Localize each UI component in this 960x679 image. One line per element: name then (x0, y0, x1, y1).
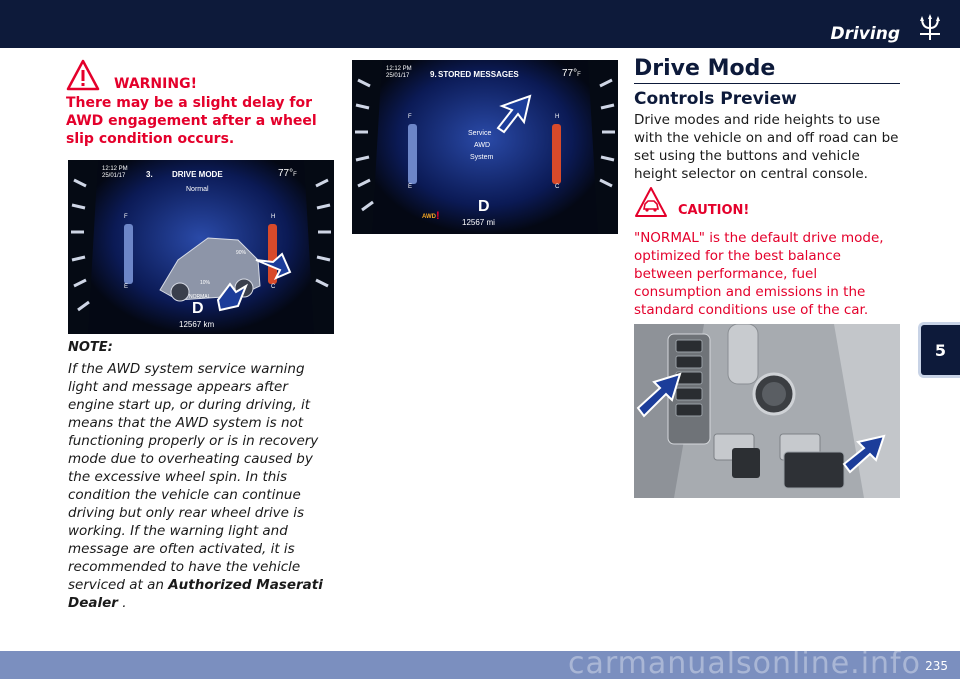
section-subtitle: Controls Preview (634, 89, 797, 109)
dash2-e: E (408, 184, 413, 190)
dash2-msg-service: Service (468, 130, 492, 137)
note-body: If the AWD system service warning light … (68, 361, 323, 611)
dash2-c: C (555, 184, 560, 190)
footer-bar: 235 (0, 651, 960, 679)
dash1-f: F (124, 214, 128, 220)
dash2-h: H (555, 114, 560, 120)
dash2-awd-exclamation-icon: ! (436, 210, 440, 222)
dash2-temp: 77°F (562, 68, 581, 79)
dash1-h: H (271, 214, 276, 220)
dash1-mode: Normal (186, 186, 209, 193)
stored-messages-dashboard-image: 12:12 PM 25/01/17 9. STORED MESSAGES 77°… (352, 60, 618, 234)
caution-car-icon (635, 187, 667, 217)
drive-mode-dashboard-image: 12:12 PM 25/01/17 3. DRIVE MODE 77°F Nor… (68, 160, 334, 334)
dash2-gear: D (478, 198, 490, 215)
dash2-awd-warning: AWD (422, 214, 436, 220)
dash1-page: 3. (146, 170, 153, 179)
dash1-title: DRIVE MODE (172, 170, 223, 179)
dealer-text: Authorized Maserati Dealer (68, 577, 323, 611)
dash2-page: 9. (430, 70, 437, 79)
dash1-date: 25/01/17 (102, 173, 126, 179)
caution-header: CAUTION! (634, 186, 749, 218)
dash1-gear-mode: NORMAL (189, 294, 211, 300)
dash2-odometer: 12567 mi (462, 218, 495, 227)
center-console-image (634, 324, 900, 498)
dash1-gear: D (192, 300, 204, 317)
dash2-f: F (408, 114, 412, 120)
page-number: 235 (925, 659, 948, 673)
caution-label: CAUTION! (678, 203, 750, 218)
header-bar: Driving (0, 0, 960, 48)
section-title: Driving (830, 24, 900, 44)
warning-block: WARNING! There may be a slight delay for… (66, 58, 336, 148)
dash1-odometer: 12567 km (179, 320, 215, 329)
dash1-c: C (271, 284, 276, 290)
dash1-pct-right: 90% (236, 250, 247, 256)
page-title: Drive Mode (634, 56, 776, 81)
note-title: NOTE: (68, 340, 113, 355)
warning-text: There may be a slight delay for AWD enga… (66, 95, 317, 147)
warning-triangle-icon (66, 59, 100, 91)
dash1-e: E (124, 284, 129, 290)
title-divider (634, 83, 900, 84)
caution-text: "NORMAL" is the default drive mode, opti… (634, 230, 884, 318)
dash1-pct-left: 10% (200, 280, 211, 286)
trident-logo-icon (920, 14, 940, 40)
chapter-tab[interactable]: 5 (918, 322, 960, 378)
dash1-temp: 77°F (278, 168, 297, 179)
dash2-msg-awd: AWD (474, 142, 491, 149)
dash2-msg-system: System (470, 154, 494, 161)
dash2-time: 12:12 PM (386, 66, 412, 72)
watermark: carmanualsonline.info (568, 646, 921, 679)
dash2-date: 25/01/17 (386, 73, 410, 79)
warning-label: WARNING! (114, 76, 197, 92)
dash1-time: 12:12 PM (102, 166, 128, 172)
controls-description: Drive modes and ride heights to use with… (634, 112, 899, 182)
dash2-title: STORED MESSAGES (438, 70, 519, 79)
